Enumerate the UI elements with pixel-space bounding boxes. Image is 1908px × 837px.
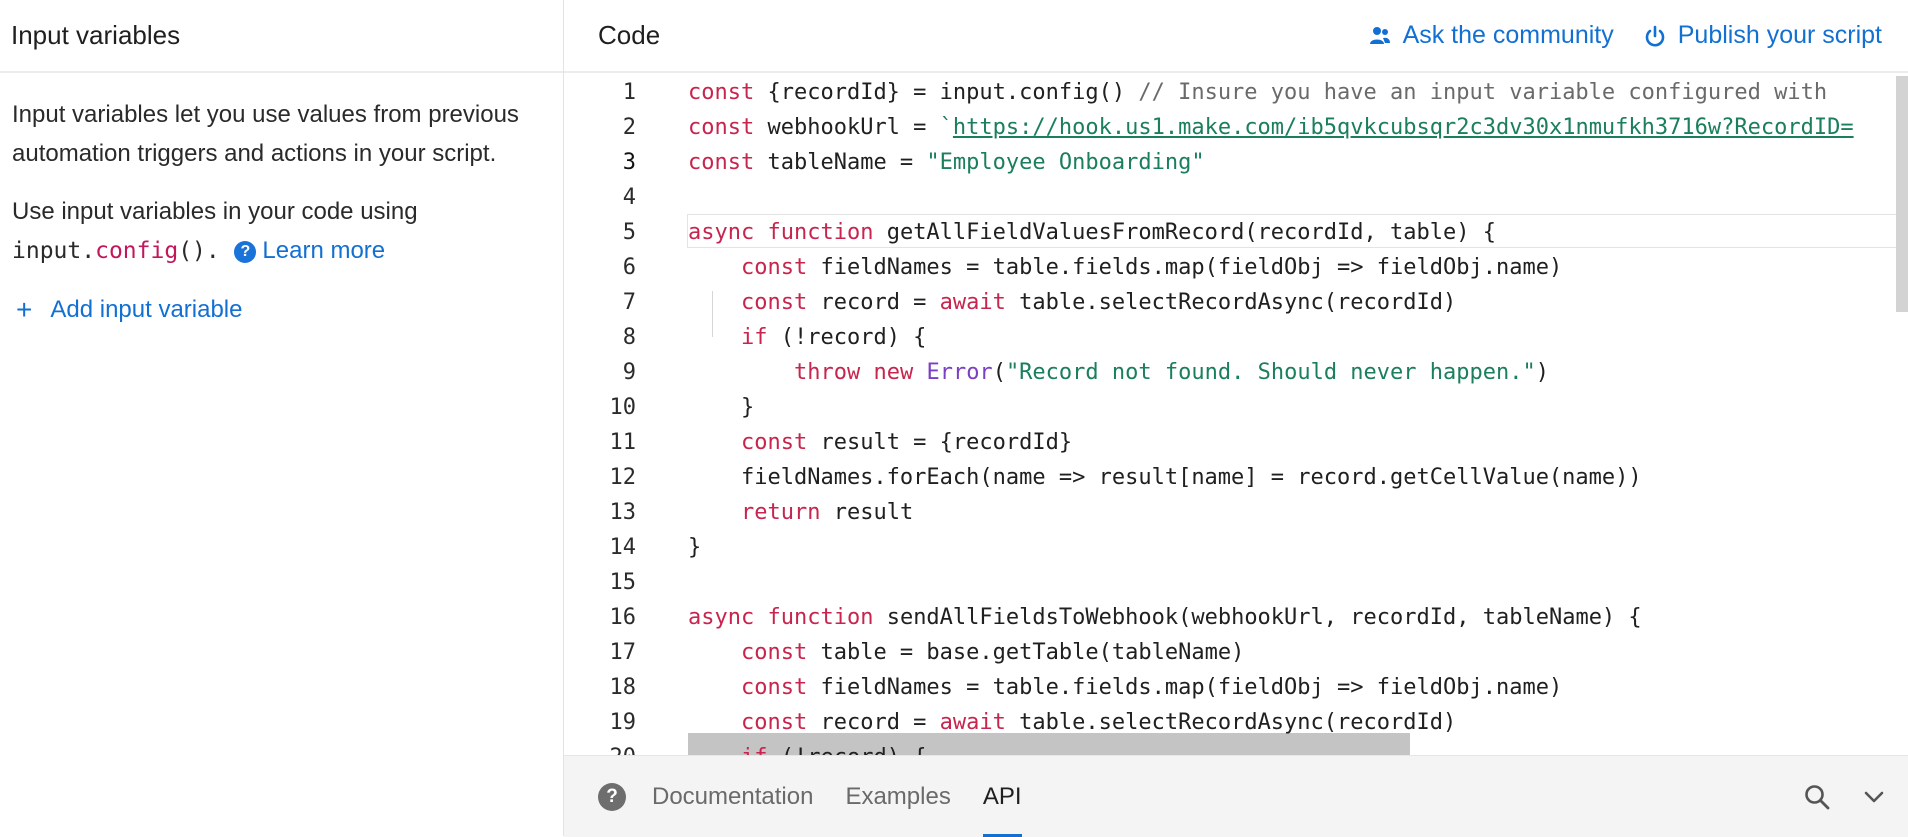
current-line-highlight <box>687 214 1908 248</box>
ask-community-link[interactable]: Ask the community <box>1369 21 1614 50</box>
tab-api[interactable]: API <box>982 756 1022 837</box>
code-line[interactable]: 3 const tableName = "Employee Onboarding" <box>564 145 1908 180</box>
usage-text: Use input variables in your code using <box>12 198 418 225</box>
line-number: 19 <box>609 710 637 735</box>
code-text: const record = await table.selectRecordA… <box>740 710 1457 735</box>
code-text: const tableName = "Employee Onboarding" <box>688 150 1205 175</box>
add-input-variable-label: Add input variable <box>50 296 243 323</box>
line-number: 4 <box>622 185 636 210</box>
code-text: if (!record) { <box>740 325 927 350</box>
code-panel: Code Ask the community Publish your scri… <box>564 0 1908 837</box>
line-number: 20 <box>564 740 637 755</box>
code-line[interactable]: 12 fieldNames.forEach(name => result[nam… <box>564 460 1908 495</box>
code-line[interactable]: 16 async function sendAllFieldsToWebhook(… <box>564 600 1908 635</box>
code-editor[interactable]: 1 const {recordId} = input.config() // In… <box>564 73 1908 755</box>
question-icon[interactable]: ? <box>598 782 626 811</box>
code-header: Code Ask the community Publish your scri… <box>564 0 1908 73</box>
line-number: 6 <box>622 255 636 280</box>
line-number: 15 <box>609 570 637 595</box>
code-text: } <box>688 395 755 420</box>
line-number: 3 <box>622 150 636 175</box>
line-number: 10 <box>609 395 637 420</box>
code-line[interactable]: 10 } <box>564 390 1908 425</box>
docs-bar: ? Documentation Examples API <box>564 755 1908 837</box>
line-number: 17 <box>609 640 637 665</box>
code-line[interactable]: 19 const record = await table.selectReco… <box>564 705 1908 740</box>
line-number: 12 <box>609 465 637 490</box>
line-number: 9 <box>622 360 636 385</box>
code-text: const fieldNames = table.fields.map(fiel… <box>740 675 1563 700</box>
add-input-variable-button[interactable]: + Add input variable <box>12 290 551 329</box>
input-variables-usage: Use input variables in your code using i… <box>12 192 551 271</box>
code-text: const {recordId} = input.config() // Ins… <box>688 80 1828 105</box>
publish-script-link[interactable]: Publish your script <box>1644 21 1882 50</box>
panel-title: Input variables <box>11 20 181 50</box>
code-line[interactable]: 17 const table = base.getTable(tableName… <box>564 635 1908 670</box>
code-text: } <box>688 535 702 560</box>
code-line[interactable]: 6 const fieldNames = table.fields.map(fi… <box>564 250 1908 285</box>
code-line[interactable]: 4 <box>564 180 1908 215</box>
code-text: async function sendAllFieldsToWebhook(we… <box>688 605 1642 630</box>
tab-documentation[interactable]: Documentation <box>652 783 814 810</box>
chevron-down-icon[interactable] <box>1864 790 1884 804</box>
code-text: throw new Error("Record not found. Shoul… <box>793 360 1549 385</box>
code-text: return result <box>740 500 914 525</box>
line-number: 11 <box>609 430 637 455</box>
editor-scrollbar[interactable] <box>1896 76 1908 312</box>
line-number: 13 <box>609 500 637 525</box>
code-line[interactable]: 18 const fieldNames = table.fields.map(f… <box>564 670 1908 705</box>
publish-script-label: Publish your script <box>1677 21 1882 49</box>
input-variables-body: Input variables let you use values from … <box>0 73 563 329</box>
code-line[interactable]: 20 if (!record) { <box>564 740 1908 755</box>
selection-highlight <box>688 733 1410 755</box>
header-actions: Ask the community Publish your script <box>1369 0 1882 71</box>
code-line[interactable]: 11 const result = {recordId} <box>564 425 1908 460</box>
line-number: 14 <box>609 535 637 560</box>
line-number: 8 <box>622 325 636 350</box>
line-number: 16 <box>609 605 637 630</box>
plus-icon: + <box>16 293 33 325</box>
docs-bar-actions <box>1804 756 1884 837</box>
input-variables-panel: Input variables Input variables let you … <box>0 0 564 836</box>
code-line[interactable]: 7 const record = await table.selectRecor… <box>564 285 1908 320</box>
search-icon[interactable] <box>1804 784 1830 810</box>
publish-icon <box>1645 25 1665 46</box>
line-number: 1 <box>622 80 636 105</box>
code-text: const fieldNames = table.fields.map(fiel… <box>740 255 1563 280</box>
help-icon: ? <box>234 241 257 263</box>
usage-code-function: config <box>95 238 179 264</box>
code-line[interactable]: 2 const webhookUrl = `https://hook.us1.ma… <box>564 110 1908 145</box>
code-text: async function getAllFieldValuesFromReco… <box>688 220 1496 245</box>
code-text: fieldNames.forEach(name => result[name] … <box>688 465 1642 490</box>
usage-code: input.config(). <box>12 238 220 264</box>
input-variables-description: Input variables let you use values from … <box>12 101 519 167</box>
code-line[interactable]: 15 <box>564 565 1908 600</box>
input-variables-header: Input variables <box>0 0 563 73</box>
code-text: if (!record) { <box>688 740 926 755</box>
code-text: const result = {recordId} <box>740 430 1073 455</box>
code-line[interactable]: 14} <box>564 530 1908 565</box>
usage-code-object: input. <box>12 238 96 264</box>
code-line[interactable]: 13 return result <box>564 495 1908 530</box>
tab-examples[interactable]: Examples <box>845 783 951 810</box>
code-title: Code <box>598 20 661 50</box>
ask-community-label: Ask the community <box>1402 21 1614 49</box>
code-line[interactable]: 8 if (!record) { <box>564 320 1908 355</box>
learn-more-link[interactable]: Learn more <box>262 237 386 264</box>
community-icon <box>1369 26 1390 44</box>
code-line[interactable]: 5 async function getAllFieldValuesFromRec… <box>564 215 1908 250</box>
indent-guide <box>712 291 713 337</box>
code-line[interactable]: 9 throw new Error("Record not found. Sho… <box>564 355 1908 390</box>
code-text: const table = base.getTable(tableName) <box>740 640 1245 665</box>
code-line[interactable]: 1 const {recordId} = input.config() // In… <box>564 75 1908 110</box>
code-text: const record = await table.selectRecordA… <box>740 290 1457 315</box>
line-number: 7 <box>622 290 636 315</box>
usage-code-suffix: (). <box>178 238 220 264</box>
line-number: 18 <box>609 675 637 700</box>
code-text: const webhookUrl = `https://hook.us1.mak… <box>688 115 1854 140</box>
line-number: 5 <box>622 220 636 245</box>
line-number: 2 <box>622 115 636 140</box>
